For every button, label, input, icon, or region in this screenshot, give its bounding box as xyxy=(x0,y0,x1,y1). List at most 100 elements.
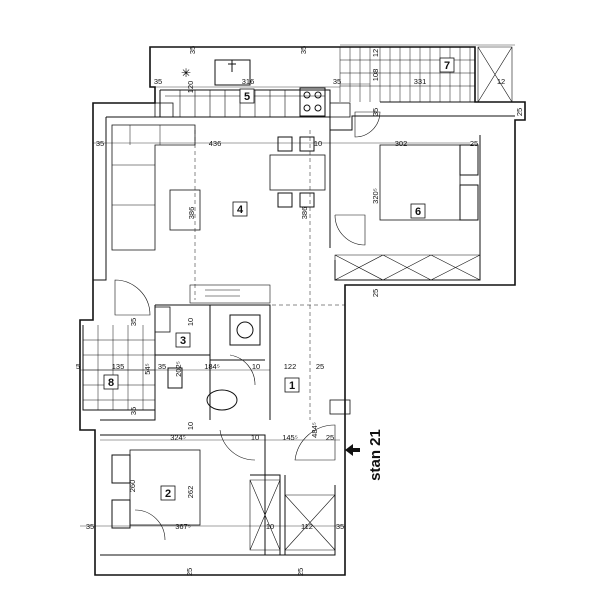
door-swing xyxy=(219,429,256,461)
room-number: 5 xyxy=(244,91,250,103)
sink-tap xyxy=(228,60,236,72)
sofa-cushions xyxy=(112,125,161,206)
wardrobe-6 xyxy=(334,254,481,281)
dimension-label: 184⁵ xyxy=(204,362,220,371)
dimension-label: 35 xyxy=(333,77,341,86)
nightstand xyxy=(111,454,131,484)
inner-wall xyxy=(82,325,155,411)
door-swing xyxy=(354,111,381,138)
hood xyxy=(205,289,240,297)
inner-wall xyxy=(334,135,481,281)
door-swing xyxy=(334,214,366,246)
room-label-box xyxy=(284,377,300,393)
dimension-label: 35 xyxy=(158,362,166,371)
dimension-label: 35 xyxy=(96,139,104,148)
dimension-label: 12 xyxy=(371,49,380,57)
inner-wall xyxy=(209,305,265,420)
dimension-label: 316 xyxy=(242,77,255,86)
kitchen-counter xyxy=(189,284,271,304)
vent-shaft xyxy=(154,306,171,333)
vent-shaft xyxy=(329,102,351,118)
dimension-label: 10 xyxy=(266,522,274,531)
nightstand xyxy=(459,144,479,176)
inner-wall xyxy=(100,485,336,556)
dimension-label: 10 xyxy=(252,362,260,371)
room-number: 7 xyxy=(444,60,450,72)
door-swing xyxy=(229,354,256,386)
room-number: 2 xyxy=(165,488,171,500)
dining-chair xyxy=(299,136,315,152)
dining-chair xyxy=(277,192,293,208)
dimension-label: 35 xyxy=(129,407,138,415)
dimension-label: 436 xyxy=(209,139,222,148)
dimension-label: 35 xyxy=(86,522,94,531)
inner-wall xyxy=(100,434,266,555)
dimension-label: 35 xyxy=(154,77,162,86)
dimension-label: 108 xyxy=(371,69,380,82)
inner-wall xyxy=(106,115,515,131)
sofa xyxy=(111,124,196,251)
inner-wall xyxy=(155,304,271,420)
stove-burner xyxy=(314,91,322,99)
room-label-box xyxy=(175,332,191,348)
dimension-label: 12 xyxy=(497,77,505,86)
dimension-label: 35 xyxy=(299,46,308,54)
dimension-label: 25 xyxy=(296,568,305,576)
dimension-label: 112 xyxy=(301,522,313,531)
dining-table xyxy=(269,154,326,191)
entry-arrow-icon xyxy=(345,444,360,456)
dimension-label: 25 xyxy=(371,289,380,297)
dimension-label: 5 xyxy=(76,362,80,371)
dimension-label: 484⁵ xyxy=(310,422,319,438)
vent-shaft xyxy=(154,102,174,118)
vent-shaft xyxy=(329,399,351,415)
dimension-label: 25 xyxy=(316,362,324,371)
balcony-grid xyxy=(339,47,475,102)
inner-wall xyxy=(100,305,156,421)
dimension-label: 35 xyxy=(129,318,138,326)
dimension-label: 120 xyxy=(186,81,195,94)
washing-machine xyxy=(229,314,261,346)
door-swing xyxy=(134,509,166,541)
dimension-label: 35 xyxy=(336,522,344,531)
inner-wall xyxy=(93,117,107,281)
room-label-box xyxy=(232,201,248,217)
room-number: 1 xyxy=(289,380,295,392)
dimension-label: 386 xyxy=(187,207,196,220)
door-swing xyxy=(294,424,336,461)
dimension-label: 331 xyxy=(414,77,427,86)
dimension-label: 10 xyxy=(314,139,322,148)
dimension-label: 10 xyxy=(186,422,195,430)
balcony-storage xyxy=(477,46,513,103)
room-number: 3 xyxy=(180,335,186,347)
dimension-label: 10 xyxy=(186,318,195,326)
dimension-label: 324⁵ xyxy=(170,433,186,442)
dimension-label: 25 xyxy=(470,139,478,148)
dimension-label: 135 xyxy=(112,362,125,371)
dimension-label: 54⁵ xyxy=(143,363,152,374)
washing-machine-drum xyxy=(236,321,254,339)
room-label-box xyxy=(103,374,119,390)
bed-2 xyxy=(129,449,201,526)
coffee-table xyxy=(169,189,201,231)
dimension-label: 122 xyxy=(284,362,297,371)
room-number: 6 xyxy=(415,206,421,218)
outer-wall xyxy=(79,46,526,576)
room-label-box xyxy=(439,57,455,73)
dimension-label: 25 xyxy=(326,433,334,442)
dimension-label: 386 xyxy=(300,207,309,220)
dimension-lines xyxy=(80,44,515,527)
door-swing xyxy=(114,279,151,316)
dimension-label: 260 xyxy=(128,480,137,493)
stove-burner xyxy=(303,104,311,112)
bathtub-basin xyxy=(206,389,238,411)
dimension-label: 262 xyxy=(186,486,195,499)
dining-chair xyxy=(299,192,315,208)
dimension-label: 35 xyxy=(371,108,380,116)
stamp-label: stan 21 xyxy=(367,429,384,481)
dimension-label: 302 xyxy=(395,139,408,148)
room-label-box xyxy=(239,88,255,104)
light-icon: ✳ xyxy=(181,66,191,80)
stove-burner xyxy=(303,91,311,99)
